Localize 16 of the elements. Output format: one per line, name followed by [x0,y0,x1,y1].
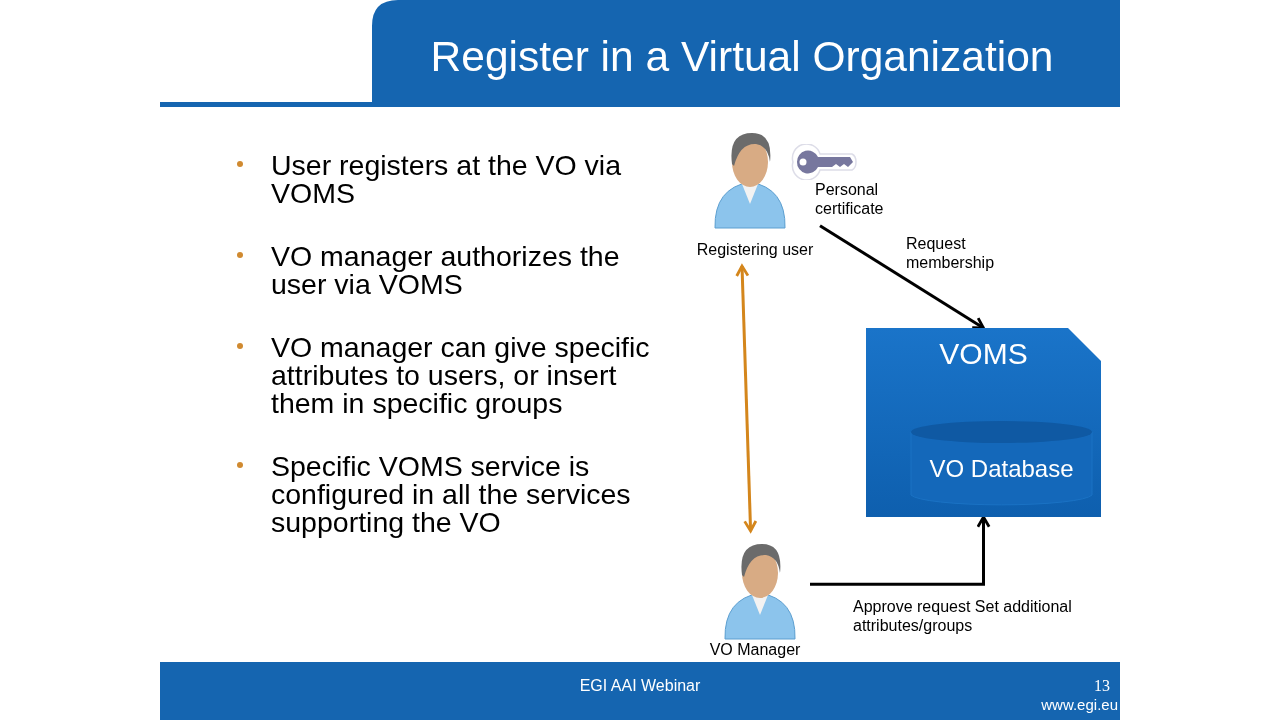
web-address: www.egi.eu [1041,696,1118,714]
bullet-text: Specific VOMS service is configured in all the services supporting the VO [271,452,632,536]
bullet-text: VO manager authorizes the user via VOMS [271,242,621,298]
person-label: Registering user [696,240,814,260]
page-number: 13 [1094,676,1110,695]
person-label: VO Manager [709,640,801,660]
slide-title: Register in a Virtual Organization [430,32,1054,82]
database-label: VO Database [929,455,1074,484]
box-title: VOMS [939,336,1028,372]
arrow [735,264,758,533]
bullet-text: User registers at the VO via VOMS [271,151,623,207]
node-caption: Personal certificate [815,180,885,218]
arrow [819,224,985,330]
footer-text: EGI AAI Webinar [579,676,701,695]
arrow [810,515,991,586]
bullet-text: VO manager can give specific attributes to users, or insert them in specific groups [271,333,651,417]
